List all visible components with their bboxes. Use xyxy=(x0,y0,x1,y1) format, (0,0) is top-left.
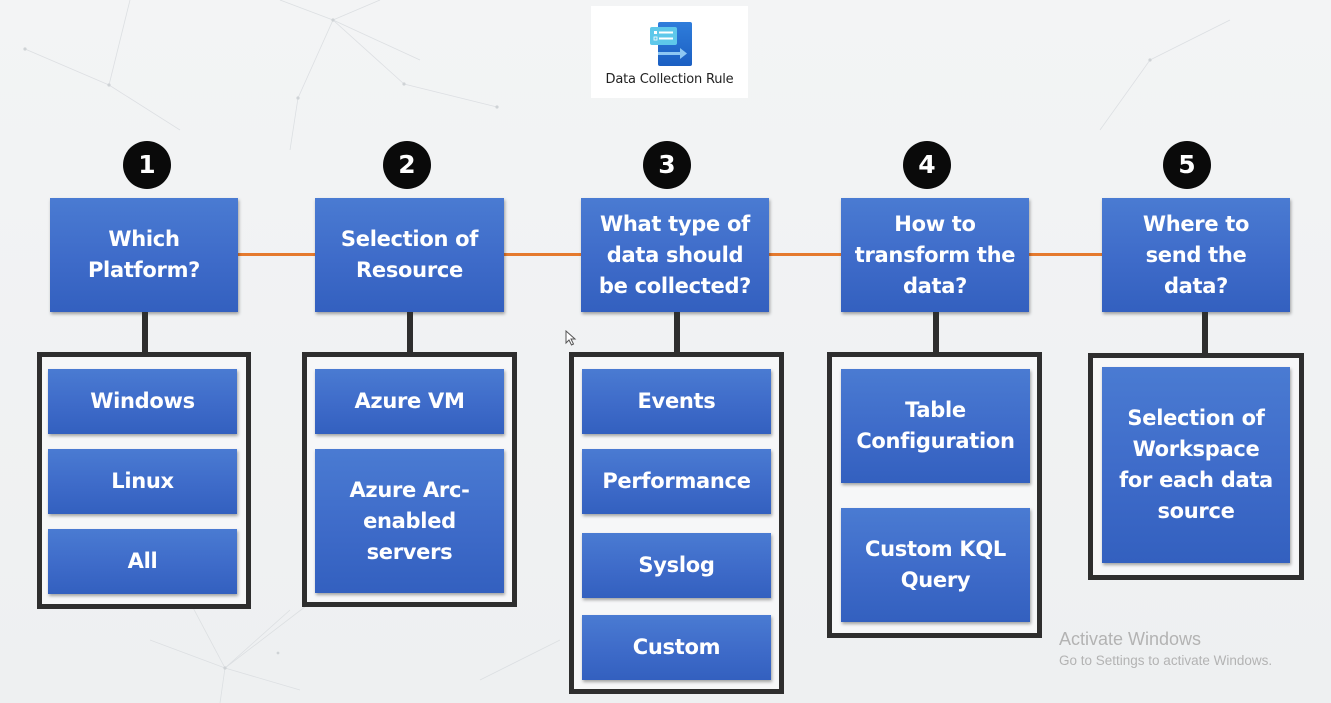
option-windows: Windows xyxy=(48,369,237,434)
option-label: Events xyxy=(637,389,716,413)
option-all: All xyxy=(48,529,237,594)
connector-line-1-2 xyxy=(237,253,316,256)
data-collection-rule-card: Data Collection Rule xyxy=(591,6,748,98)
option-workspace-selection: Selection of Workspace for each data sou… xyxy=(1102,367,1290,563)
step-number-badge: 3 xyxy=(643,141,691,189)
option-label: Windows xyxy=(90,389,195,413)
question-box-transform: How to transform the data? xyxy=(841,198,1029,312)
step-number-badge: 1 xyxy=(123,141,171,189)
step-number-badge: 2 xyxy=(383,141,431,189)
option-syslog: Syslog xyxy=(582,533,771,598)
connector-line-4-5 xyxy=(1029,253,1102,256)
data-collection-rule-title: Data Collection Rule xyxy=(605,72,734,87)
vertical-connector xyxy=(142,312,148,356)
option-label: Custom KQL Query xyxy=(864,537,1007,592)
option-linux: Linux xyxy=(48,449,237,514)
option-label: Syslog xyxy=(638,553,715,577)
watermark-title: Activate Windows xyxy=(1059,629,1202,649)
watermark-subtitle: Go to Settings to activate Windows. xyxy=(1059,653,1273,668)
vertical-connector xyxy=(407,312,413,356)
step-number-badge: 5 xyxy=(1163,141,1211,189)
option-label: Performance xyxy=(602,469,751,493)
question-text: What type of data should be collected? xyxy=(598,211,752,298)
option-label: Linux xyxy=(111,469,174,493)
mouse-cursor-icon xyxy=(565,330,577,346)
question-box-resource: Selection of Resource xyxy=(315,198,504,312)
option-table-configuration: Table Configuration xyxy=(841,369,1030,483)
option-label: All xyxy=(127,549,158,573)
question-text: Which Platform? xyxy=(87,227,201,282)
vertical-connector xyxy=(674,312,680,356)
vertical-connector xyxy=(1202,312,1208,356)
option-label: Table Configuration xyxy=(856,398,1015,453)
question-box-platform: Which Platform? xyxy=(50,198,238,312)
question-text: Selection of Resource xyxy=(340,227,479,282)
question-text: Where to send the data? xyxy=(1142,211,1250,298)
question-box-data-type: What type of data should be collected? xyxy=(581,198,769,312)
option-custom: Custom xyxy=(582,615,771,680)
option-azure-vm: Azure VM xyxy=(315,369,504,434)
data-collection-rule-icon xyxy=(650,22,692,66)
connector-line-2-3 xyxy=(503,253,582,256)
option-custom-kql-query: Custom KQL Query xyxy=(841,508,1030,622)
step-number-badge: 4 xyxy=(903,141,951,189)
option-label: Selection of Workspace for each data sou… xyxy=(1119,406,1273,523)
activate-windows-watermark: Activate Windows Go to Settings to activ… xyxy=(1059,628,1272,670)
option-label: Custom xyxy=(632,635,721,659)
option-events: Events xyxy=(582,369,771,434)
option-label: Azure Arc- enabled servers xyxy=(349,477,470,564)
option-azure-arc-servers: Azure Arc- enabled servers xyxy=(315,449,504,593)
vertical-connector xyxy=(933,312,939,356)
option-label: Azure VM xyxy=(354,389,465,413)
connector-line-3-4 xyxy=(768,253,842,256)
question-text: How to transform the data? xyxy=(854,211,1016,298)
question-box-destination: Where to send the data? xyxy=(1102,198,1290,312)
option-performance: Performance xyxy=(582,449,771,514)
